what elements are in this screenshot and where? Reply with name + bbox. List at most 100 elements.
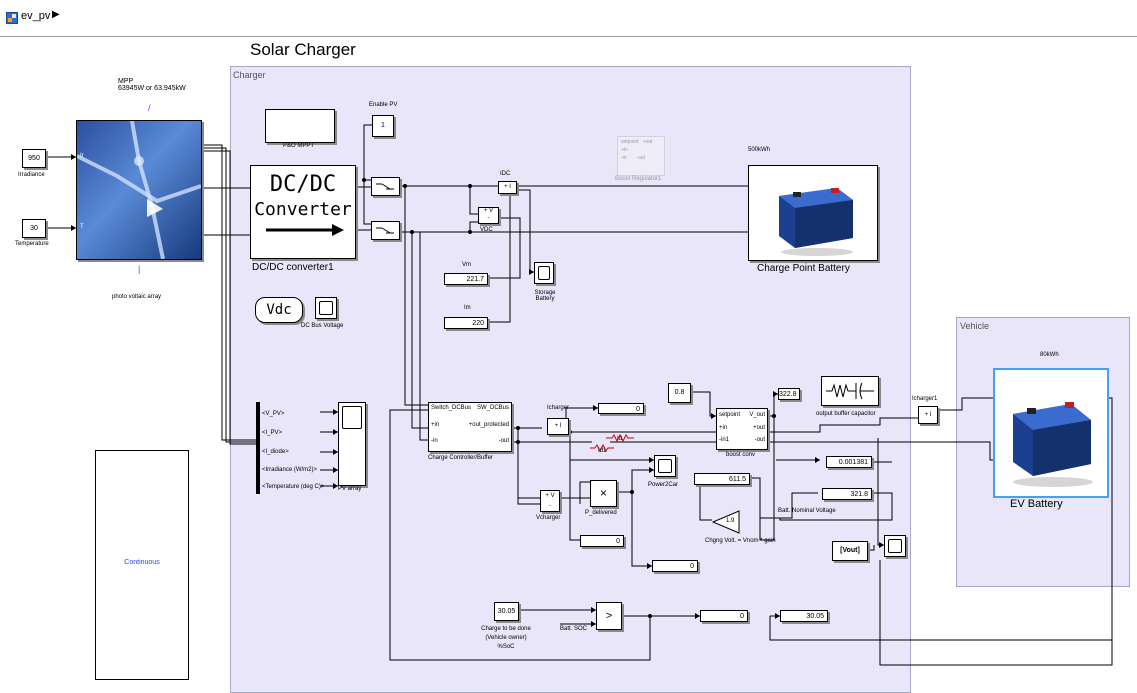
idc-sensor[interactable]: + I — [498, 181, 517, 194]
rc-icon — [826, 382, 874, 400]
charge-point-battery-label: Charge Point Battery — [757, 263, 850, 274]
bus-signal-irradiance: <Irradiance (W/m2)> — [262, 467, 318, 473]
pv-array-scope[interactable] — [338, 402, 366, 486]
vdc-label: VDC — [480, 227, 493, 233]
vout-goto-tag[interactable]: [Vout] — [832, 541, 868, 561]
soc-target-constant[interactable]: 30.05 — [494, 602, 519, 621]
icharger-sensor[interactable]: + I — [547, 418, 569, 435]
mpp-power: 63945W or 63.945kW — [118, 85, 186, 92]
powergui-block[interactable]: Continuous — [95, 450, 189, 680]
icharger-display[interactable]: 0 — [598, 403, 644, 414]
im-value: 220 — [472, 320, 484, 327]
charge-point-battery-block[interactable] — [748, 165, 878, 261]
capacitor-label: output buffer capacitor — [816, 411, 876, 417]
arrow-right-icon — [266, 224, 344, 236]
vout-value: 322.8 — [779, 391, 797, 398]
icharger1-sensor[interactable]: + I — [918, 406, 938, 424]
temperature-constant[interactable]: 30 — [22, 219, 46, 238]
irradiance-constant[interactable]: 950 — [22, 149, 46, 168]
mpp-value: / — [148, 103, 151, 113]
idc-label: IDC — [500, 171, 511, 177]
mppt-label: P&O MPPT — [283, 143, 315, 149]
boost-port-in1: -in1 — [719, 437, 730, 443]
boost-regulator-label: Boost Regulator1 — [615, 176, 662, 182]
compare-block[interactable]: > — [596, 602, 622, 630]
boost-port-setpoint: setpoint — [719, 412, 741, 418]
port-nin: -in — [431, 438, 438, 444]
power-display[interactable]: 0 — [652, 560, 698, 572]
vout-display[interactable]: 322.8 — [778, 388, 800, 400]
compare-result-value: 0 — [740, 613, 744, 620]
power2car-label: Power2Car — [648, 482, 679, 488]
soc-target-value: 30.05 — [497, 608, 516, 615]
ev-battery-block[interactable] — [993, 368, 1109, 498]
temperature-value: 30 — [30, 225, 38, 232]
power-display-value: 0 — [690, 563, 694, 570]
mpp-label: MPP 63945W or 63.945kW — [118, 78, 228, 92]
port-switch-dcbus: Switch_DCBus — [431, 405, 472, 411]
nominal-voltage-display[interactable]: 321.8 — [822, 488, 872, 500]
p-display[interactable]: 0 — [580, 535, 624, 547]
temperature-label: Temperature — [15, 241, 49, 247]
port-pin: +in — [431, 422, 440, 428]
mppt-block[interactable] — [265, 109, 335, 143]
vout-tag-label: [Vout] — [840, 547, 860, 554]
bus-signal-temperature: <Temperature (deg C)> — [262, 484, 325, 490]
power2car-scope[interactable] — [654, 455, 676, 477]
pv-switch-2[interactable] — [371, 221, 400, 240]
boost-conv-block[interactable]: setpoint V_out +in +out -in1 -out — [716, 408, 768, 450]
enable-pv-value: 1 — [381, 122, 385, 129]
dcdc-line1: DC/DC — [269, 172, 337, 197]
compare-result-display[interactable]: 0 — [700, 610, 748, 622]
soc-small-display[interactable]: 0.001381 — [826, 456, 872, 468]
ev-kwh-label: 80kWh — [1040, 352, 1059, 358]
product-block[interactable]: × — [590, 480, 617, 507]
chgng-volt-value: 611.5 — [729, 476, 746, 483]
vm-display[interactable]: 221.7 — [444, 273, 488, 285]
resistor-id1 — [590, 439, 614, 457]
port-out-protected: +out_protected — [468, 422, 509, 428]
vdc-source-block[interactable]: Vdc — [255, 297, 303, 323]
port-sw-dcbus: SW_DCBus — [476, 405, 509, 411]
mpp-title: MPP — [118, 78, 134, 85]
nominal-voltage-value: 321.8 — [850, 491, 868, 498]
id1-label: Id1 — [598, 448, 607, 454]
bus-signal-i-pv: <I_PV> — [262, 430, 283, 436]
batt-nominal-voltage-label: Batt. Nominal Voltage — [778, 508, 836, 514]
dcdc-converter-block[interactable]: DC/DC Converter — [250, 165, 356, 259]
bus-selector[interactable] — [256, 402, 260, 494]
vdc-sensor[interactable]: + V- — [478, 207, 499, 224]
setpoint-constant[interactable]: 0.8 — [668, 383, 691, 403]
vout-scope[interactable] — [884, 535, 906, 557]
bus-signal-i-diode: <I_diode> — [262, 449, 289, 455]
gain-block[interactable] — [711, 510, 740, 539]
boost-regulator-block[interactable]: setpoint +out +in -in -out — [617, 136, 665, 176]
pv-array-block[interactable] — [76, 120, 202, 260]
pv-array-value: | — [138, 264, 141, 274]
vcharger-sensor[interactable]: + V- — [540, 490, 560, 512]
model-icon — [6, 11, 18, 24]
pv-port-t: T — [80, 224, 84, 230]
storage-battery-scope[interactable] — [534, 262, 554, 284]
charger-subsystem-label: Charger — [233, 70, 266, 80]
boost-port-nout: -out — [754, 437, 765, 443]
ev-battery-label: EV Battery — [1010, 498, 1063, 510]
pv-switch-1[interactable] — [371, 177, 400, 196]
enable-pv-label: Enable PV — [369, 102, 398, 108]
soc-display-value: 30.05 — [806, 613, 824, 620]
battery-icon — [779, 188, 853, 256]
dc-bus-scope[interactable] — [315, 297, 337, 319]
soc-display[interactable]: 30.05 — [780, 610, 828, 622]
breadcrumb-model[interactable]: ev_pv — [21, 10, 51, 22]
chgng-volt-display[interactable]: 611.5 — [694, 473, 750, 485]
breadcrumb-arrow-icon[interactable]: ▶ — [52, 9, 60, 20]
switch-icon — [376, 183, 394, 190]
charge-point-kwh: 500kWh — [748, 147, 771, 153]
dc-bus-voltage-label: DC Bus Voltage — [301, 323, 344, 329]
charge-controller-block[interactable]: Switch_DCBus SW_DCBus +in +out_protected… — [428, 402, 512, 452]
vehicle-subsystem-label: Vehicle — [960, 321, 990, 331]
capacitor-block[interactable] — [821, 376, 879, 406]
enable-pv-constant[interactable]: 1 — [372, 115, 394, 137]
im-display[interactable]: 220 — [444, 317, 488, 329]
